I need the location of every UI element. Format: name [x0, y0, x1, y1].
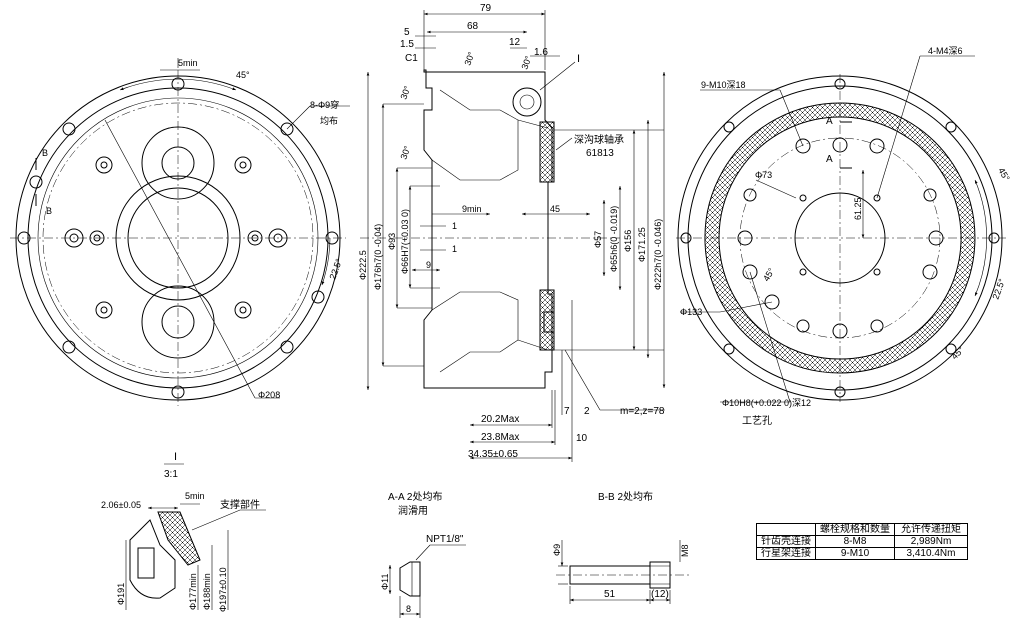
dim-66h7: Φ66H7(+0.03 0)	[400, 209, 410, 274]
section-bb-dim-9: Φ9	[552, 544, 562, 556]
detail-dim-197: Φ197±0.10	[218, 567, 228, 612]
dim-7: 7	[564, 406, 570, 417]
table-cell: 3,410.4Nm	[894, 547, 968, 560]
front-section-b-bottom: B	[46, 206, 52, 216]
dim-171-25: Φ171.25	[637, 227, 647, 262]
section-dim-79: 79	[480, 3, 492, 14]
table-header-row: 螺栓规格和数量 允许传递扭矩	[756, 523, 968, 536]
section-b-b: B-B 2处均布 Φ9 M8 51 (12)	[552, 491, 690, 604]
back-holes-m10: 9-M10深18	[701, 80, 746, 90]
dim-34-35: 34.35±0.65	[468, 449, 518, 460]
section-dim-68: 68	[467, 21, 479, 32]
dim-1-a: 1	[452, 221, 457, 231]
back-angle-45-bottom: 45°	[949, 344, 966, 361]
section-view: 79 68 12 5 1.5 1.6 C1 30° 30° 30° 30° I …	[358, 3, 666, 462]
section-aa-dim-11: Φ11	[380, 573, 390, 590]
detail-i-title: I	[174, 451, 177, 463]
table-header-cell: 螺栓规格和数量	[815, 523, 895, 536]
dim-222h7: Φ222h7(0 -0.046)	[653, 219, 663, 290]
detail-support-label: 支撑部件	[220, 498, 260, 511]
bolt-torque-table: 螺栓规格和数量 允许传递扭矩 针齿壳连接 8-M8 2,989Nm 行星架连接 …	[756, 523, 968, 560]
section-dim-1-5: 1.5	[400, 39, 414, 50]
dim-45: 45	[550, 204, 560, 214]
detail-dim-5min: 5min	[185, 491, 205, 501]
front-view: 45° 22.5° 8-Φ9穿 均布 Φ208 5min B B	[10, 58, 350, 406]
section-dim-1-6: 1.6	[534, 47, 548, 58]
front-section-b-top: B	[42, 148, 48, 158]
section-bb-dim-12: (12)	[651, 589, 669, 600]
back-dim-61-25: 61.25	[853, 197, 863, 220]
dim-2: 2	[584, 406, 590, 417]
section-aa-subtitle: 润滑用	[398, 504, 428, 517]
detail-dim-191: Φ191	[116, 583, 126, 605]
back-dia-73: Φ73	[755, 170, 772, 180]
detail-i: I 3:1 2.06±0.05 5min 支撑部件 Φ191 Φ177min Φ…	[101, 451, 266, 612]
section-bb-dim-m8: M8	[680, 544, 690, 557]
section-dim-5: 5	[404, 27, 410, 38]
back-view: 9-M10深18 4-M4深6 A A Φ73 61.25 45° 22.5° …	[676, 46, 1012, 427]
section-bb-dim-51: 51	[604, 589, 616, 600]
dim-65h6: Φ65h6(0 -0.019)	[609, 206, 619, 272]
back-process-hole: 工艺孔	[742, 415, 772, 427]
dim-57: Φ57	[593, 231, 603, 248]
table-header-cell: 允许传递扭矩	[894, 523, 968, 536]
dim-23-8max: 23.8Max	[481, 432, 519, 443]
front-5min: 5min	[178, 58, 198, 68]
table-row: 行星架连接 9-M10 3,410.4Nm	[756, 547, 968, 560]
section-chamfer-c1: C1	[405, 53, 418, 64]
dim-10: 10	[576, 433, 588, 444]
back-pin-hole: Φ10H8(+0.022 0)深12	[722, 398, 811, 408]
front-holes-sublabel: 均布	[320, 115, 338, 126]
section-angle-3: 30°	[398, 84, 412, 101]
front-through-holes	[17, 77, 339, 399]
section-aa-dim-8: 8	[406, 604, 411, 614]
section-angle-1: 30°	[462, 50, 476, 67]
detail-dim-177: Φ177min	[188, 573, 198, 610]
table-cell: 针齿壳连接	[756, 535, 816, 548]
back-holes-m4: 4-M4深6	[928, 46, 963, 56]
section-angle-4: 30°	[398, 144, 412, 161]
table-cell: 行星架连接	[756, 547, 816, 560]
table-cell: 9-M10	[815, 547, 895, 560]
table-header-cell	[756, 523, 816, 536]
table-cell: 8-M8	[815, 535, 895, 548]
dim-222-5: Φ222.5	[358, 250, 368, 280]
back-section-a-bottom: A	[826, 154, 833, 165]
dim-1-b: 1	[452, 244, 457, 254]
section-bb-title: B-B 2处均布	[598, 491, 653, 503]
back-angle-45-inner: 45°	[761, 266, 777, 283]
table-cell: 2,989Nm	[894, 535, 968, 548]
bearing-model: 61813	[586, 148, 614, 159]
back-dia-133: Φ133	[680, 307, 702, 317]
dim-93: Φ93	[387, 233, 397, 250]
front-angle-45: 45°	[236, 70, 250, 80]
back-section-a-top: A	[826, 116, 833, 127]
section-dim-12: 12	[509, 37, 521, 48]
bearing-label: 深沟球轴承	[574, 133, 624, 146]
dim-9: 9	[426, 260, 431, 270]
front-dia-208: Φ208	[258, 390, 280, 400]
dim-156: Φ156	[623, 230, 633, 252]
detail-dim-188: Φ188min	[202, 573, 212, 610]
front-holes-label: 8-Φ9穿	[310, 99, 339, 110]
dim-9min: 9min	[462, 204, 482, 214]
back-angle-45-top: 45°	[996, 166, 1012, 183]
section-aa-title: A-A 2处均布	[388, 491, 442, 503]
section-detail-marker: I	[577, 53, 580, 65]
detail-i-scale: 3:1	[164, 469, 178, 480]
dim-20-2max: 20.2Max	[481, 414, 519, 425]
back-angle-22-5: 22.5°	[990, 277, 1007, 301]
front-angle-22-5: 22.5°	[327, 257, 344, 281]
section-angle-2: 30°	[519, 54, 533, 71]
dim-176h7: Φ176h7(0 -0.04)	[373, 224, 383, 290]
back-mounting-holes	[737, 137, 944, 339]
section-aa-thread: NPT1/8"	[426, 534, 464, 545]
section-a-a: A-A 2处均布 润滑用 NPT1/8" Φ11 8	[380, 491, 466, 618]
detail-dim-2-06: 2.06±0.05	[101, 500, 141, 510]
gear-spec: m=2,z=78	[620, 406, 665, 417]
table-row: 针齿壳连接 8-M8 2,989Nm	[756, 535, 968, 548]
